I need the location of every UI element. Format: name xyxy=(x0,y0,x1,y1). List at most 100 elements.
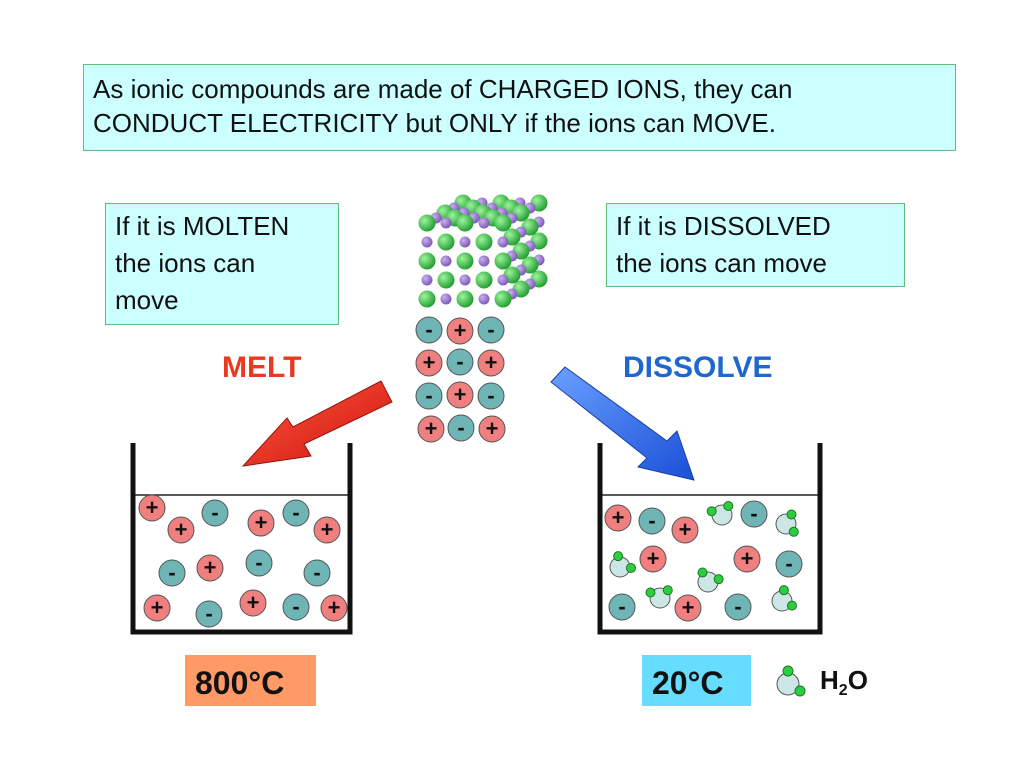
svg-text:+: + xyxy=(486,416,499,441)
positive-ion: + xyxy=(733,545,761,573)
negative-ion: - xyxy=(775,550,803,578)
positive-ion: + xyxy=(196,554,224,582)
svg-text:-: - xyxy=(785,551,792,576)
sodium-ion-sphere xyxy=(421,236,433,248)
solid-ion-grid: -+-+-+-+-+-+ xyxy=(415,316,506,443)
chloride-ion-sphere xyxy=(494,290,512,308)
svg-text:+: + xyxy=(151,595,164,620)
positive-ion: + xyxy=(313,516,341,544)
svg-text:-: - xyxy=(487,383,494,408)
chloride-ion-sphere xyxy=(418,214,436,232)
negative-ion: - xyxy=(477,316,505,344)
positive-ion: + xyxy=(639,545,667,573)
water-molecules xyxy=(609,500,799,612)
water-formula: H2O xyxy=(820,665,868,700)
positive-ion: + xyxy=(477,349,505,377)
negative-ion: - xyxy=(158,559,186,587)
chloride-ion-sphere xyxy=(456,214,474,232)
solution-beaker xyxy=(597,443,823,635)
sodium-ion-sphere xyxy=(478,255,490,267)
svg-text:-: - xyxy=(750,501,757,526)
svg-text:+: + xyxy=(485,350,498,375)
svg-text:-: - xyxy=(457,415,464,440)
svg-text:-: - xyxy=(292,500,299,525)
water-formula-2: 2 xyxy=(838,682,848,700)
water-molecule xyxy=(645,585,673,609)
positive-ion: + xyxy=(478,415,506,443)
molten-beaker xyxy=(130,443,353,635)
svg-text:-: - xyxy=(205,601,212,626)
positive-ion: + xyxy=(446,381,474,409)
dissolved-ions: +-+-++--+- xyxy=(604,500,803,622)
water-formula-o: O xyxy=(847,665,868,695)
chloride-ion-sphere xyxy=(456,290,474,308)
sodium-ion-sphere xyxy=(440,255,452,267)
svg-text:+: + xyxy=(255,510,268,535)
dissolved-line-1: If it is DISSOLVED xyxy=(616,211,831,241)
svg-text:+: + xyxy=(204,555,217,580)
dissolve-label: DISSOLVE xyxy=(623,351,773,384)
sodium-ion-sphere xyxy=(459,236,471,248)
svg-text:-: - xyxy=(211,500,218,525)
ionic-lattice-cube xyxy=(418,194,548,308)
water-molecule xyxy=(697,567,724,593)
water-molecule xyxy=(771,585,797,612)
svg-text:-: - xyxy=(618,594,625,619)
sodium-ion-sphere xyxy=(440,217,452,229)
svg-text:-: - xyxy=(292,594,299,619)
svg-text:-: - xyxy=(456,349,463,374)
svg-text:+: + xyxy=(682,595,695,620)
negative-ion: - xyxy=(245,549,273,577)
melt-label: MELT xyxy=(222,351,302,384)
sodium-ion-sphere xyxy=(497,236,509,248)
negative-ion: - xyxy=(415,316,443,344)
sodium-ion-sphere xyxy=(440,293,452,305)
negative-ion: - xyxy=(201,499,229,527)
sodium-ion-sphere xyxy=(497,274,509,286)
svg-text:-: - xyxy=(168,560,175,585)
negative-ion: - xyxy=(415,382,443,410)
water-formula-h: H xyxy=(820,665,839,695)
chloride-ion-sphere xyxy=(475,233,493,251)
svg-text:+: + xyxy=(146,495,159,520)
intro-line-1: As ionic compounds are made of CHARGED I… xyxy=(93,74,793,104)
sodium-ion-sphere xyxy=(459,274,471,286)
negative-ion: - xyxy=(195,600,223,628)
positive-ion: + xyxy=(417,415,445,443)
svg-text:+: + xyxy=(612,505,625,530)
negative-ion: - xyxy=(303,559,331,587)
negative-ion: - xyxy=(608,593,636,621)
chloride-ion-sphere xyxy=(418,290,436,308)
negative-ion: - xyxy=(447,414,475,442)
positive-ion: + xyxy=(320,594,348,622)
intro-text-box: As ionic compounds are made of CHARGED I… xyxy=(83,64,956,151)
positive-ion: + xyxy=(247,509,275,537)
svg-text:+: + xyxy=(741,546,754,571)
chloride-ion-sphere xyxy=(456,252,474,270)
water-legend-icon xyxy=(776,665,806,697)
positive-ion: + xyxy=(604,504,632,532)
dissolved-line-2: the ions can move xyxy=(616,248,828,278)
svg-text:+: + xyxy=(423,350,436,375)
positive-ion: + xyxy=(415,349,443,377)
negative-ion: - xyxy=(740,500,768,528)
svg-text:+: + xyxy=(247,590,260,615)
svg-text:+: + xyxy=(454,382,467,407)
molten-ions: ++-+-+-+--+-+-+ xyxy=(138,494,348,628)
molten-line-1: If it is MOLTEN xyxy=(115,211,290,241)
chloride-ion-sphere xyxy=(494,252,512,270)
molten-line-3: move xyxy=(115,285,179,315)
chloride-ion-sphere xyxy=(437,271,455,289)
dissolved-text-box: If it is DISSOLVED the ions can move xyxy=(606,203,905,287)
svg-text:+: + xyxy=(328,595,341,620)
svg-text:-: - xyxy=(425,383,432,408)
svg-text:-: - xyxy=(734,594,741,619)
svg-text:+: + xyxy=(454,318,467,343)
positive-ion: + xyxy=(674,594,702,622)
negative-ion: - xyxy=(477,382,505,410)
svg-text:-: - xyxy=(487,317,494,342)
negative-ion: - xyxy=(282,593,310,621)
molten-text-box: If it is MOLTEN the ions can move xyxy=(105,203,339,325)
positive-ion: + xyxy=(143,594,171,622)
